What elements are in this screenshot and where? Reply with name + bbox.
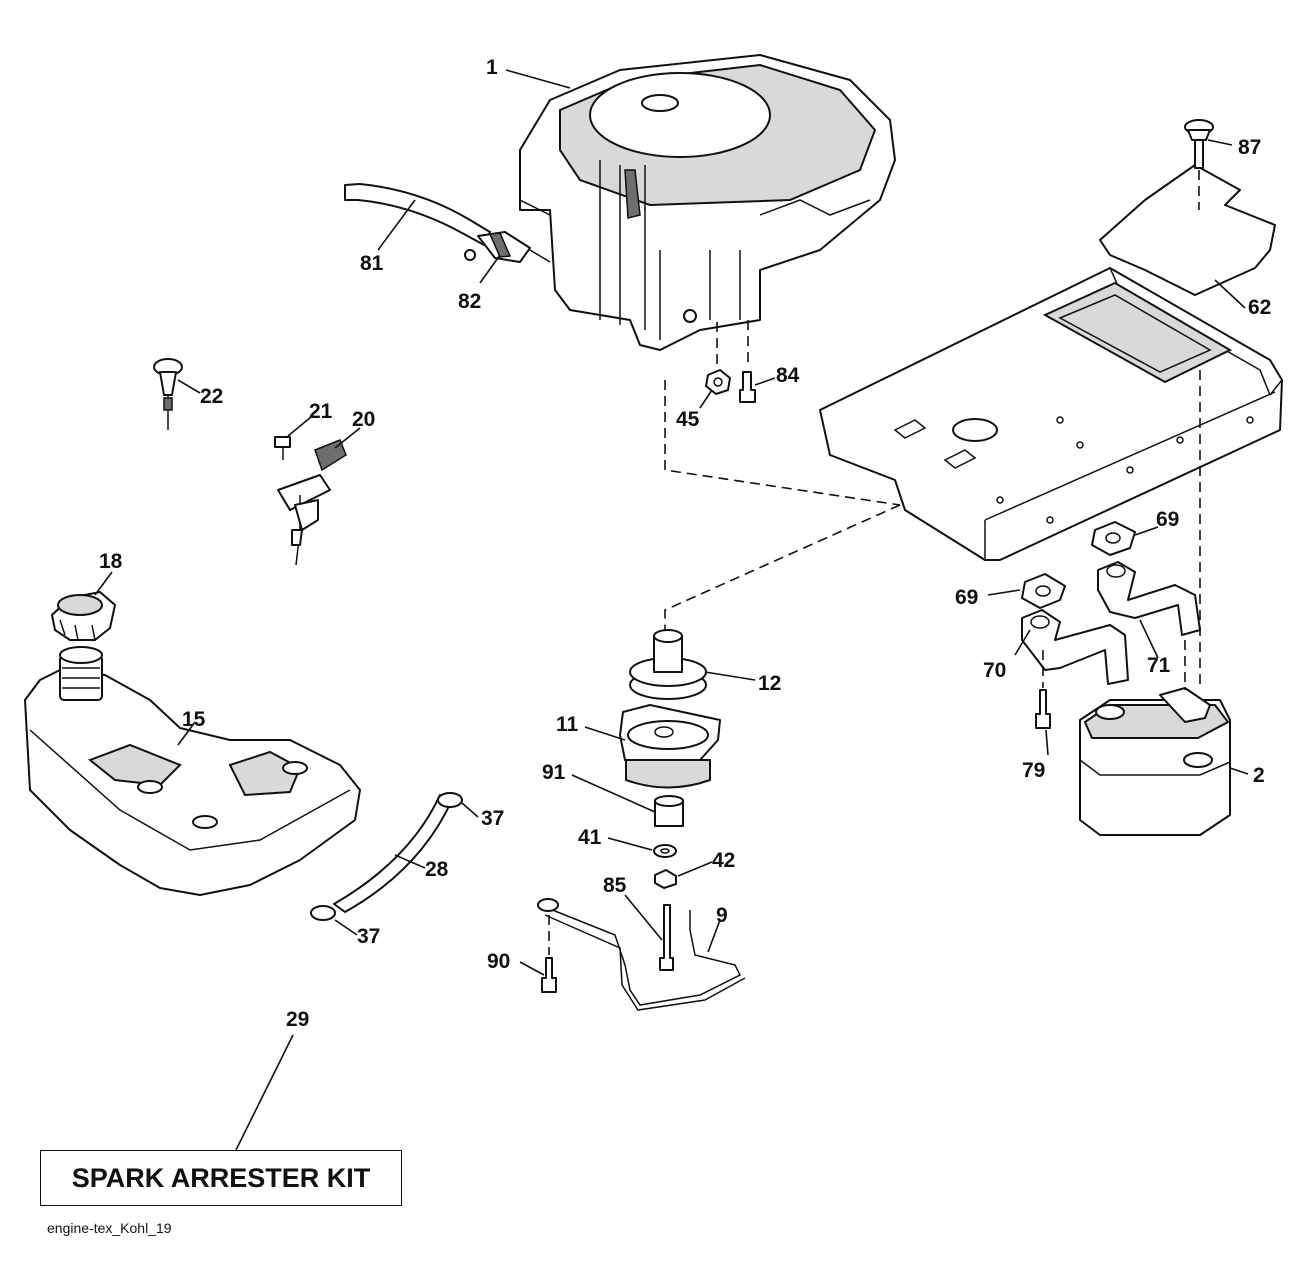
exhaust-pipe-right[interactable] bbox=[1097, 561, 1201, 636]
muffler-mount-line bbox=[1184, 370, 1201, 690]
callout-numbers: 1 87 62 81 82 84 45 22 21 20 18 15 69 69… bbox=[99, 56, 1271, 1031]
fuel-hose[interactable] bbox=[344, 183, 491, 246]
fuel-tank[interactable] bbox=[24, 646, 361, 896]
label-hose-clamp-upper: 37 bbox=[481, 807, 504, 830]
label-engine: 1 bbox=[486, 56, 498, 79]
pto-clutch[interactable] bbox=[619, 704, 721, 789]
label-heat-shield: 62 bbox=[1248, 296, 1271, 319]
frame[interactable] bbox=[819, 267, 1283, 561]
exhaust-pipe-left[interactable] bbox=[1021, 609, 1129, 685]
washer-41[interactable] bbox=[653, 844, 677, 858]
label-fuel-filter: 82 bbox=[458, 290, 481, 313]
throttle-control[interactable] bbox=[277, 439, 347, 566]
label-screw-21: 21 bbox=[309, 400, 333, 423]
label-fuel-tank: 15 bbox=[182, 708, 206, 731]
label-pulley: 12 bbox=[758, 672, 781, 695]
label-bolt-85: 85 bbox=[603, 874, 627, 897]
label-hose-clamp-lower: 37 bbox=[357, 925, 380, 948]
heat-shield[interactable] bbox=[1099, 164, 1276, 296]
label-screw-87: 87 bbox=[1238, 136, 1261, 159]
clutch-bracket[interactable] bbox=[537, 898, 746, 1011]
fuel-filter[interactable] bbox=[464, 231, 551, 263]
label-washer-41: 41 bbox=[578, 826, 602, 849]
screw-87[interactable] bbox=[1184, 119, 1214, 169]
bolt-79[interactable] bbox=[1035, 689, 1051, 729]
label-fuel-hose: 81 bbox=[360, 252, 384, 275]
gasket-right[interactable] bbox=[1091, 521, 1136, 556]
fuel-line[interactable] bbox=[333, 794, 453, 913]
label-fuel-line: 28 bbox=[425, 858, 449, 881]
muffler[interactable] bbox=[1079, 687, 1231, 836]
pulley[interactable] bbox=[629, 629, 707, 700]
label-kit: 29 bbox=[286, 1008, 309, 1031]
fuel-cap[interactable] bbox=[51, 591, 116, 641]
label-exhaust-pipe-left: 70 bbox=[983, 659, 1006, 682]
hose-clamp-lower[interactable] bbox=[310, 905, 336, 921]
nut-45[interactable] bbox=[705, 369, 731, 395]
bolt-90[interactable] bbox=[541, 957, 557, 993]
label-exhaust-pipe-right: 71 bbox=[1147, 654, 1171, 677]
spark-arrester-kit-label: SPARK ARRESTER KIT bbox=[71, 1162, 371, 1193]
leader-lines bbox=[94, 69, 1249, 1151]
label-lock-washer-42: 42 bbox=[712, 849, 735, 872]
spark-arrester-kit-box: SPARK ARRESTER KIT bbox=[40, 1150, 402, 1206]
label-muffler: 2 bbox=[1253, 764, 1265, 787]
engine-mount-line bbox=[716, 320, 749, 368]
lock-washer-42[interactable] bbox=[654, 869, 677, 889]
label-choke-knob: 22 bbox=[200, 385, 223, 408]
diagram-reference-code: engine-tex_Kohl_19 bbox=[47, 1220, 172, 1236]
label-bolt-90: 90 bbox=[487, 950, 510, 973]
label-gasket-left: 69 bbox=[955, 586, 978, 609]
bolt-84[interactable] bbox=[739, 371, 756, 403]
label-clutch-bracket: 9 bbox=[716, 904, 728, 927]
label-fuel-cap: 18 bbox=[99, 550, 123, 573]
label-bolt-84: 84 bbox=[776, 364, 800, 387]
gasket-left[interactable] bbox=[1021, 573, 1066, 609]
label-gasket-right: 69 bbox=[1156, 508, 1179, 531]
hose-clamp-upper[interactable] bbox=[437, 792, 463, 808]
label-nut-45: 45 bbox=[676, 408, 700, 431]
label-pto-clutch: 11 bbox=[556, 713, 579, 736]
label-throttle-cable: 20 bbox=[352, 408, 375, 431]
choke-knob[interactable] bbox=[153, 358, 183, 430]
label-bolt-79: 79 bbox=[1022, 759, 1045, 782]
engine[interactable] bbox=[519, 54, 896, 351]
label-spacer-91: 91 bbox=[542, 761, 566, 784]
bolt-85[interactable] bbox=[659, 904, 674, 971]
spacer-91[interactable] bbox=[654, 795, 684, 827]
screw-21[interactable] bbox=[274, 436, 291, 460]
